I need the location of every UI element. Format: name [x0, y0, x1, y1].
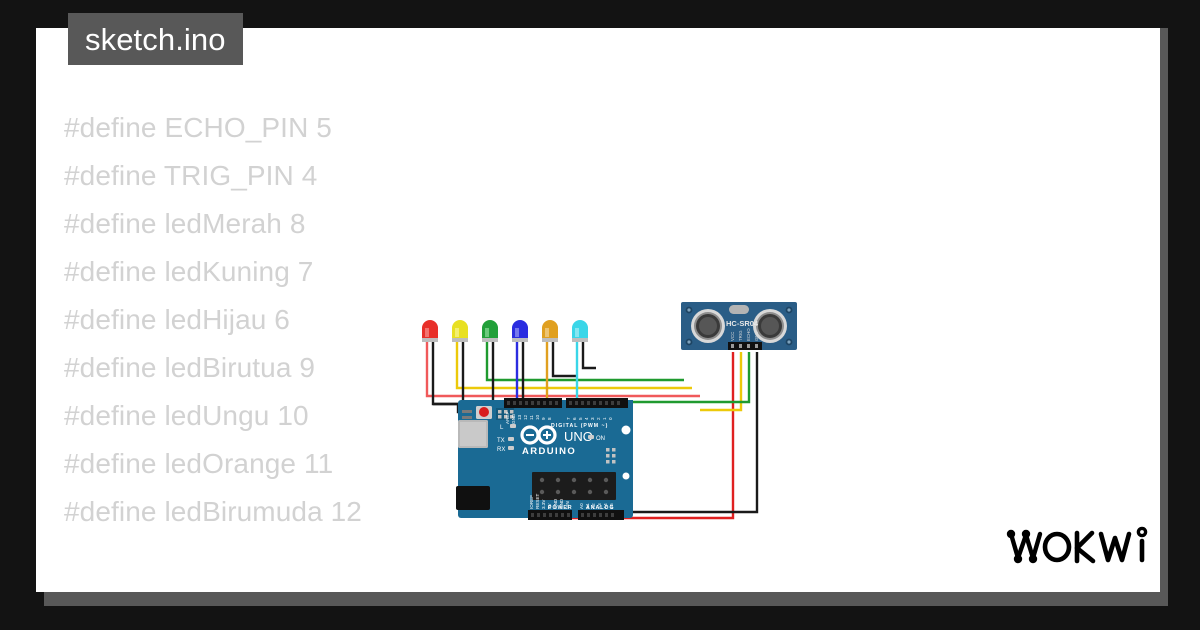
power-header-label: POWER — [548, 505, 573, 511]
svg-text:GND: GND — [559, 498, 564, 509]
digital-header-label: DIGITAL (PWM ~) — [551, 423, 608, 429]
led-on-label: ON — [596, 436, 605, 442]
hc-sr04-ultrasonic-sensor[interactable]: HC-SR04 VCC TRIG ECHO GND — [681, 302, 797, 350]
svg-text:4: 4 — [584, 417, 589, 420]
led-rx-label: RX — [497, 447, 505, 453]
sensor-transducer-right — [753, 309, 787, 343]
svg-text:A0: A0 — [579, 503, 584, 509]
code-line: #define ledKuning 7 — [64, 256, 314, 287]
svg-text:5: 5 — [578, 417, 583, 420]
code-line: #define ledBirutua 9 — [64, 352, 316, 383]
code-line: #define ledOrange 11 — [64, 448, 334, 479]
circuit-diagram[interactable]: UNO ARDUINO DIGITAL (PWM ~) POWER ANALOG… — [400, 290, 820, 540]
atmega-chip — [532, 472, 616, 500]
wokwi-logo — [1005, 522, 1155, 572]
wokwi-logo-nodes — [1006, 529, 1038, 564]
led-l-label: L — [500, 425, 504, 431]
svg-text:6: 6 — [572, 417, 577, 420]
sensor-pin-labels: VCC TRIG ECHO GND — [730, 328, 759, 341]
file-tab-sketch-ino[interactable]: sketch.ino — [68, 13, 243, 65]
status-led-lamps — [508, 424, 594, 450]
power-analog-pin-labels: IOREF RESET 3.3V 5V GND GND VIN A0 A1 A2… — [529, 493, 614, 509]
code-line: #define ledBirumuda 12 — [64, 496, 362, 527]
svg-text:10: 10 — [535, 414, 540, 420]
code-line: #define ledMerah 8 — [64, 208, 306, 239]
svg-text:ECHO: ECHO — [746, 328, 751, 341]
arduino-uno-board[interactable]: UNO ARDUINO DIGITAL (PWM ~) POWER ANALOG… — [456, 398, 633, 520]
svg-text:A1: A1 — [585, 503, 590, 509]
svg-text:12: 12 — [523, 414, 528, 420]
sensor-part-label: HC-SR04 — [726, 319, 759, 328]
sensor-transducer-left — [691, 309, 725, 343]
svg-text:7: 7 — [566, 417, 571, 420]
board-model-label: UNO — [564, 429, 593, 444]
svg-text:A3: A3 — [597, 503, 602, 509]
svg-text:RESET: RESET — [535, 493, 540, 509]
svg-text:11: 11 — [529, 415, 534, 420]
code-line: #define ledHijau 6 — [64, 304, 290, 335]
sensor-mount-holes — [685, 306, 793, 346]
svg-text:GND: GND — [754, 331, 759, 341]
code-line: #define ECHO_PIN 5 — [64, 112, 332, 143]
svg-text:1: 1 — [602, 417, 607, 420]
power-jack — [456, 486, 490, 510]
led-ledHijau[interactable] — [482, 320, 498, 342]
file-tab-label: sketch.ino — [85, 21, 226, 57]
svg-text:VIN: VIN — [565, 501, 570, 509]
led-ledOrange[interactable] — [542, 320, 558, 342]
icsp2-header — [462, 410, 472, 419]
svg-text:A2: A2 — [591, 503, 596, 509]
infinity-signs — [526, 431, 551, 439]
code-line: #define TRIG_PIN 4 — [64, 160, 318, 191]
svg-text:A5: A5 — [609, 503, 614, 509]
svg-text:5V: 5V — [547, 502, 552, 509]
svg-text:9: 9 — [541, 417, 546, 420]
code-editor-content[interactable]: #define ECHO_PIN 5 #define TRIG_PIN 4 #d… — [64, 104, 362, 536]
sensor-pin-header — [728, 342, 762, 350]
svg-text:VCC: VCC — [730, 332, 735, 341]
code-line: #define ledUngu 10 — [64, 400, 309, 431]
analog-header-label: ANALOG — [586, 505, 614, 511]
svg-text:8: 8 — [547, 417, 552, 420]
led-ledBirutua[interactable] — [512, 320, 528, 342]
reset-button[interactable] — [479, 407, 489, 417]
svg-text:A4: A4 — [603, 503, 608, 509]
svg-text:3: 3 — [590, 417, 595, 420]
svg-text:GND: GND — [511, 413, 516, 424]
board-brand-label: ARDUINO — [522, 446, 576, 457]
icsp-header-left — [496, 408, 514, 420]
digital-header-right — [566, 398, 628, 408]
sensor-crystal — [729, 305, 749, 314]
digital-pin-labels: AREF GND 13 12 11 10 9 8 7 6 5 4 3 2 1 0 — [505, 412, 613, 424]
svg-text:0: 0 — [608, 417, 613, 420]
led-ledKuning[interactable] — [452, 320, 468, 342]
led-tx-label: TX — [497, 438, 505, 444]
led-ledBirumuda[interactable] — [572, 320, 588, 342]
svg-text:GND: GND — [553, 498, 558, 509]
svg-text:2: 2 — [596, 417, 601, 420]
svg-text:3.3V: 3.3V — [541, 499, 546, 509]
led-ledMerah[interactable] — [422, 320, 438, 342]
svg-text:TRIG: TRIG — [738, 330, 743, 341]
icsp-header-right — [606, 448, 616, 464]
wokwi-logo-i-dot — [1136, 526, 1148, 538]
arduino-infinity-logo — [520, 425, 557, 445]
svg-text:13: 13 — [517, 414, 522, 420]
svg-text:IOREF: IOREF — [529, 495, 534, 509]
svg-text:AREF: AREF — [505, 412, 510, 424]
wokwi-logo-text — [1042, 530, 1145, 564]
